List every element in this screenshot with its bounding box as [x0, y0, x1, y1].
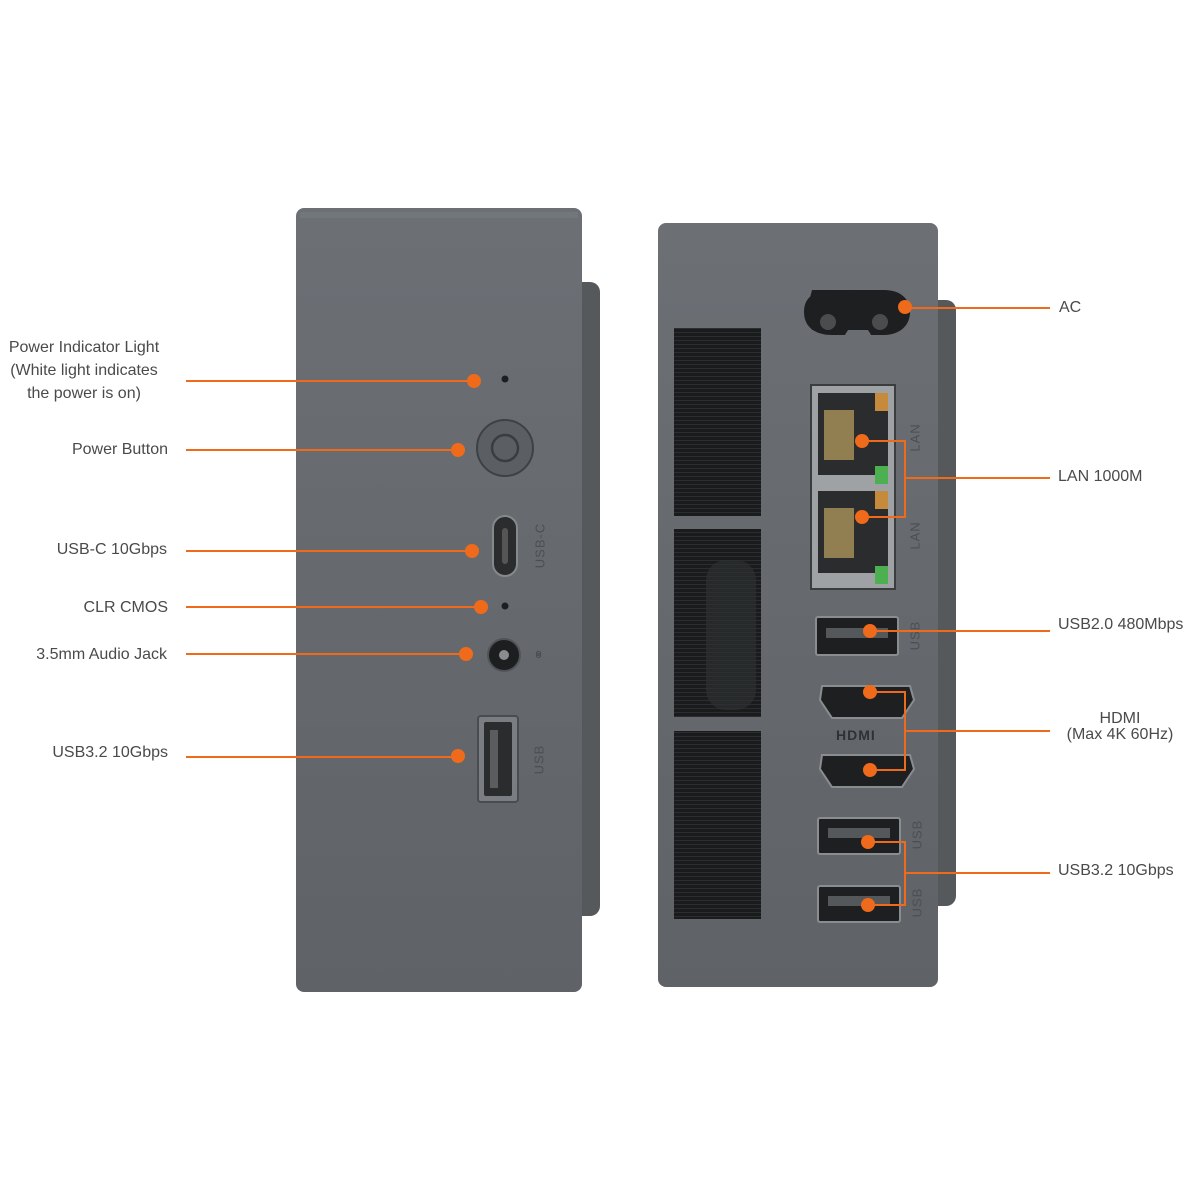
vent-top [674, 328, 761, 516]
hdmi-port-text: HDMI [836, 727, 876, 743]
rear-usb32-label: USB3.2 10Gbps [1058, 862, 1174, 879]
front-usb32-label: USB3.2 10Gbps [52, 744, 168, 761]
lan-port-text-2: LAN [907, 521, 923, 550]
audio-jack-marker [459, 647, 473, 661]
hdmi-port-1 [818, 685, 916, 719]
hdmi-bracket-bottom [870, 769, 906, 771]
vent-bottom [674, 731, 761, 919]
front-usb32-leader [186, 756, 458, 758]
power-button [476, 419, 534, 477]
usb-c-leader [186, 550, 472, 552]
lan-port-text-1: LAN [907, 423, 923, 452]
usb32-port-text-1: USB [909, 819, 925, 850]
front-usb-port-text: USB [531, 744, 547, 775]
clr-cmos-marker [474, 600, 488, 614]
power-indicator-title: Power Indicator Light [8, 339, 160, 356]
front-usb32-marker [451, 749, 465, 763]
usb20-label: USB2.0 480Mbps [1058, 616, 1184, 633]
usb20-port-text: USB [907, 620, 923, 651]
lan-leader [904, 477, 1050, 479]
usb-c-label: USB-C 10Gbps [56, 541, 167, 558]
clr-cmos-label: CLR CMOS [83, 599, 168, 616]
power-indicator-led [501, 375, 509, 383]
ac-label: AC [1059, 299, 1082, 316]
hdmi-label: HDMI (Max 4K 60Hz) [1050, 711, 1190, 743]
usb-c-marker [465, 544, 479, 558]
lan-bracket-bottom [862, 516, 906, 518]
front-panel [296, 208, 600, 992]
hdmi-label-title: HDMI [1099, 710, 1141, 727]
usb32-port-text-2: USB [909, 887, 925, 918]
power-button-label: Power Button [71, 441, 168, 458]
lan-led-orange-1 [875, 393, 888, 411]
power-indicator-marker [467, 374, 481, 388]
usb-c-port-text: USB-C [532, 522, 548, 569]
power-indicator-note-2: the power is on) [27, 385, 141, 402]
power-button-marker [451, 443, 465, 457]
ac-leader [905, 307, 1050, 309]
hdmi-label-note: (Max 4K 60Hz) [1066, 726, 1174, 743]
lan-led-green-1 [875, 466, 888, 484]
clr-cmos-leader [186, 606, 481, 608]
lan-bracket-top [862, 440, 906, 442]
usb32-bracket-top [868, 841, 906, 843]
audio-jack-label: 3.5mm Audio Jack [36, 646, 167, 663]
lan-bracket-vertical [904, 440, 906, 518]
power-indicator-note-1: (White light indicates [10, 362, 158, 379]
usb32-bracket-bottom [868, 904, 906, 906]
clr-cmos-hole [501, 602, 509, 610]
front-body [296, 208, 582, 992]
power-indicator-leader [186, 380, 474, 382]
rear-usb32-leader [904, 872, 1050, 874]
rear-panel [658, 223, 956, 987]
usb20-leader [870, 630, 1050, 632]
power-button-leader [186, 449, 458, 451]
hdmi-leader [904, 730, 1050, 732]
lan-led-orange-2 [875, 491, 888, 509]
hdmi-bracket-top [870, 691, 906, 693]
power-indicator-label: Power Indicator Light (White light indic… [0, 336, 168, 405]
lan-label: LAN 1000M [1058, 468, 1143, 485]
lan-led-green-2 [875, 566, 888, 584]
audio-jack-leader [186, 653, 466, 655]
headphone-icon: ⚭ [530, 647, 548, 661]
